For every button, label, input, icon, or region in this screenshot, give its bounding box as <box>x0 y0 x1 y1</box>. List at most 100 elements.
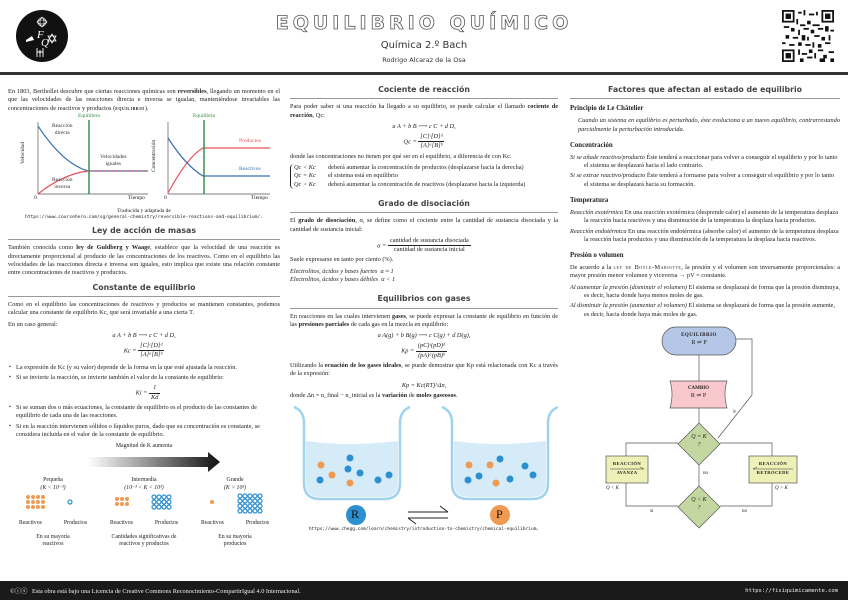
velocity-concentration-graphs <box>37 119 270 195</box>
kc-formula: Kc = [C]ᶜ[D]ᵈ[A]ᵃ[B]ᵇ <box>123 342 165 359</box>
license: ©ⓘⓢ Esta obra está bajo una Licencia de … <box>10 586 301 595</box>
cc-license-icon[interactable]: ©ⓘⓢ <box>10 588 28 595</box>
concentracion-item: Si se extrae reactivo/producto Éste tend… <box>570 172 835 188</box>
flowchart-diagram <box>605 326 798 529</box>
heading-factores: Factores que afectan al estado de equili… <box>570 85 840 100</box>
website-link[interactable]: https://fisiquimicamente.com <box>745 587 838 594</box>
retrocede-node <box>748 455 798 484</box>
qr-code[interactable] <box>782 10 834 62</box>
delta-n-paragraph: donde Δn = n_final − n_inicial es la var… <box>290 391 458 399</box>
magnitud-label: Magnitud de K aumenta <box>115 443 173 450</box>
no-label-middle: no <box>703 470 708 476</box>
svg-text:Q: Q <box>41 37 49 49</box>
beaker-reactivos <box>293 406 411 501</box>
chatelier-title: Principio de Le Châtelier <box>570 105 644 113</box>
velocity-graph <box>37 119 148 195</box>
logo-icon: F Q <box>26 16 57 57</box>
page-title: EQUILIBRIO QUÍMICO <box>275 12 573 35</box>
column-2: Cociente de reacción Para poder saber si… <box>290 80 559 533</box>
heading-ley-accion-masas: Ley de acción de masas <box>8 226 280 241</box>
beaker-credit-url[interactable]: https://www.chegg.com/learn/chemistry/in… <box>308 527 540 533</box>
beakers-illustration <box>293 406 559 526</box>
molecule-grid-icon <box>26 495 73 510</box>
presion-title: Presión o volumen <box>570 252 624 260</box>
fuertes-line: Electrolitos, ácidos y bases fuertes α ≈… <box>290 267 394 275</box>
gradient-arrow-icon <box>88 452 220 473</box>
q-less-label: Q < K <box>606 485 619 491</box>
list-item: Si se suman dos o más ecuaciones, la con… <box>9 404 280 421</box>
heading-equilibrios-gases: Equilibrios con gases <box>290 294 558 309</box>
list-item: La expresión de Kc (y su valor) depende … <box>9 364 280 372</box>
subtitle: Química 2.º Bach <box>380 40 468 51</box>
intro-paragraph: En 1803, Berthollet descubre que ciertas… <box>8 88 280 113</box>
presion-item: Al disminuir la presión (aumentar el vol… <box>570 302 836 318</box>
equilibrio-node <box>661 326 737 356</box>
license-text[interactable]: Esta obra está bajo una Licencia de Crea… <box>31 588 301 595</box>
equilibrio-label-right: Equilibrio <box>193 112 216 119</box>
no-label-right: no <box>742 508 747 514</box>
concentracion-axis-label: Concentración <box>151 139 157 172</box>
kp-kc-formula: Kp = Kc(RT)^Δn, <box>401 381 447 389</box>
column-1: En 1803, Berthollet descubre que ciertas… <box>8 80 280 563</box>
concentracion-item: Si se añade reactivo/producto Éste tende… <box>570 153 838 170</box>
cociente-note: donde las concentraciones no tienen por … <box>290 152 512 160</box>
concentracion-title: Concentración <box>570 141 613 149</box>
footer: ©ⓘⓢ Esta obra está bajo una Licencia de … <box>0 581 848 600</box>
chatelier-text: Cuando un sistema en equilibrio es pertu… <box>578 117 840 133</box>
header-divider <box>0 72 848 75</box>
debiles-line: Electrolitos, ácidos y bases débiles α <… <box>290 276 396 284</box>
cociente-reaction: a A + b B ⟶ c C + d D, <box>392 122 456 130</box>
equilibrium-arrow-icon <box>407 505 449 525</box>
r-label: R <box>351 507 360 522</box>
si-label-left: sí <box>650 508 654 514</box>
molecule-grid-icon <box>210 493 263 514</box>
qc-formula: Qc = [C]ᶜ[D]ᵈ[A]ᵃ[B]ᵇ <box>403 133 445 150</box>
origin-label-right: 0 <box>164 194 167 201</box>
gases-reaction: a A(g) + b B(g) ⟶ c C(g) + d D(g), <box>377 332 471 340</box>
disociacion-paragraph: El grado de disociación, α, se define co… <box>290 217 558 233</box>
q-less-k-label: Q < K? <box>691 496 707 512</box>
presion-item: Al aumentar la presión (disminuir el vol… <box>570 283 840 300</box>
beakers-figure: R P https://www.chegg.com/learn/chemistr… <box>290 403 559 533</box>
cociente-paragraph: Para poder saber si una reacción ha lleg… <box>290 103 558 119</box>
origin-label-left: 0 <box>34 194 37 201</box>
kp-kc-paragraph: Utilizando la ecuación de los gases idea… <box>290 362 559 378</box>
q-less-k-node <box>677 485 721 529</box>
list-item: Si se invierte la reacción, se invierte … <box>9 374 280 402</box>
tiempo-axis-label-right: Tiempo <box>251 194 268 201</box>
intro-text-3: ). <box>144 104 149 112</box>
tiempo-axis-label-left: Tiempo <box>128 194 145 201</box>
intro-text-2: , llegando un momento en el que las velo… <box>8 88 280 112</box>
boyle-paragraph: De acuerdo a la ley de Boyle-Mariotte, l… <box>570 264 840 280</box>
beaker-productos <box>441 406 559 501</box>
credit-text: Traducida y adaptada de <box>117 207 171 214</box>
r-circle <box>346 505 366 526</box>
concentration-graph <box>167 119 270 195</box>
temperatura-title: Temperatura <box>570 197 609 204</box>
porcentaje-note: Suele expresarse en tanto por ciento (%)… <box>290 256 394 264</box>
velocidad-axis-label: Velocidad <box>20 141 26 164</box>
constante-paragraph: Como en el equilibrio las concentracione… <box>8 300 280 317</box>
p-circle <box>490 505 510 526</box>
heading-cociente-reaccion: Cociente de reacción <box>290 85 558 100</box>
header: F Q EQUILIBRIO QUÍMICO Química 2.º Bach … <box>0 0 848 75</box>
logo: F Q <box>16 10 68 62</box>
cambio-node <box>669 380 728 409</box>
reactivos-label: Reactivos <box>239 165 261 172</box>
caso-general-label: En un caso general: <box>8 320 58 328</box>
credit-url[interactable]: https://www.coursehero.com/sg/general-ch… <box>25 215 263 221</box>
temperatura-item: Reacción endotérmica En una reacción end… <box>570 227 839 243</box>
intro-bold: reversibles <box>177 88 207 95</box>
